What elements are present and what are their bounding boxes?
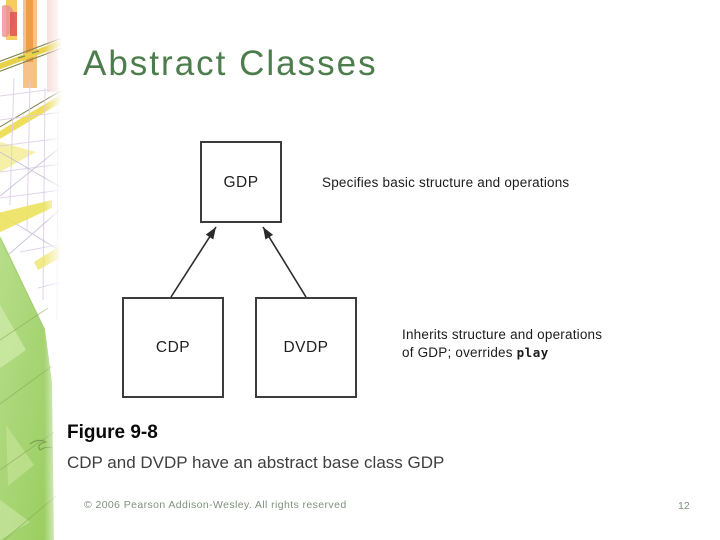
dvdp-box bbox=[255, 297, 357, 398]
cdp-label: CDP bbox=[156, 339, 190, 356]
dvdp-to-gdp-arrow bbox=[262, 226, 307, 298]
inheritance-annotation-line2-prefix: of GDP; overrides bbox=[402, 344, 517, 360]
copyright-footer: © 2006 Pearson Addison-Wesley. All right… bbox=[84, 499, 347, 511]
inheritance-annotation-line1: Inherits structure and operations bbox=[402, 327, 603, 342]
decorative-sidebar-art bbox=[0, 0, 62, 540]
gdp-label: GDP bbox=[223, 174, 258, 191]
inheritance-annotation: Inherits structure and operations of GDP… bbox=[402, 326, 602, 361]
play-code-text: play bbox=[516, 344, 549, 360]
slide-title: Abstract Classes bbox=[83, 44, 378, 83]
inheritance-annotation-line2: of GDP; overrides play bbox=[402, 344, 602, 362]
gdp-box bbox=[200, 141, 282, 223]
cdp-to-gdp-arrow bbox=[170, 226, 217, 298]
figure-label: Figure 9-8 bbox=[67, 422, 158, 443]
page-number: 12 bbox=[678, 500, 690, 512]
sidebar-art-leaf bbox=[0, 236, 57, 540]
cdp-box bbox=[122, 297, 224, 398]
gdp-annotation: Specifies basic structure and operations bbox=[322, 175, 570, 190]
figure-caption-text: CDP and DVDP have an abstract base class… bbox=[67, 453, 445, 472]
dvdp-label: DVDP bbox=[283, 339, 328, 356]
